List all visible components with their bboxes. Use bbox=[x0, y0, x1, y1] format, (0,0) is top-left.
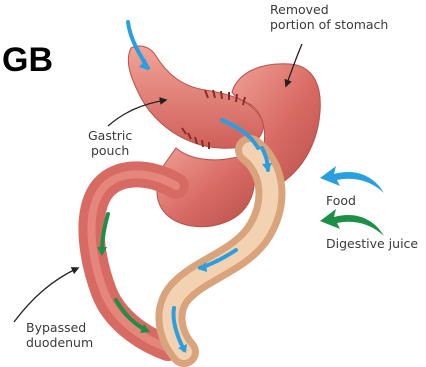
label-gastric-line1: Gastric bbox=[88, 128, 132, 143]
legend-digestive-juice-label: Digestive juice bbox=[326, 236, 418, 251]
legend-food-label: Food bbox=[326, 193, 356, 208]
label-removed-line2: portion of stomach bbox=[270, 17, 388, 32]
label-bypassed-line1: Bypassed bbox=[26, 320, 93, 335]
food-arrow-icon bbox=[320, 166, 384, 193]
label-removed-portion: Removed portion of stomach bbox=[270, 2, 388, 32]
label-bypassed-duodenum: Bypassed duodenum bbox=[26, 320, 93, 350]
pointer-arrow-icon bbox=[14, 268, 78, 322]
label-removed-line1: Removed bbox=[270, 2, 388, 17]
page-title: GB bbox=[2, 42, 53, 78]
label-gastric-pouch: Gastric pouch bbox=[88, 128, 132, 158]
label-gastric-line2: pouch bbox=[88, 143, 132, 158]
label-bypassed-line2: duodenum bbox=[26, 335, 93, 350]
digestive-juice-arrow-icon bbox=[320, 209, 384, 236]
